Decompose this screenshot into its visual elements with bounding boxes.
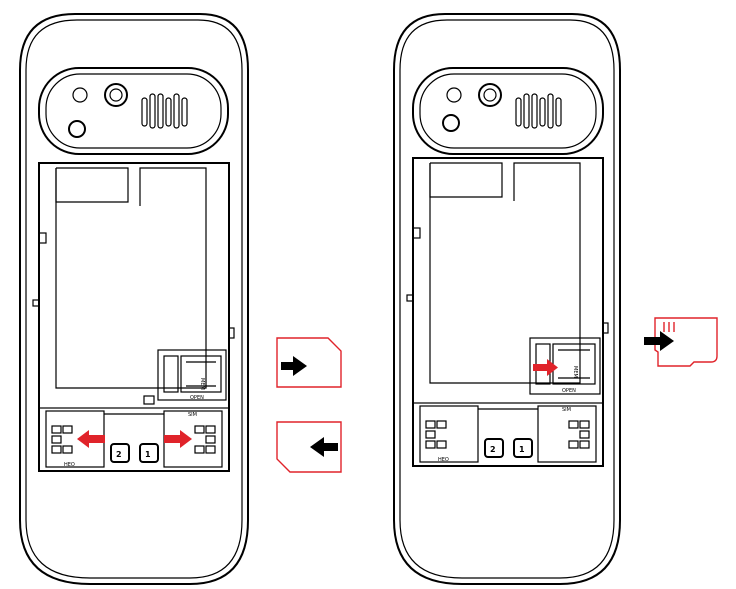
phone-back-left: MEM OPEN: [19, 13, 249, 585]
memory-card-insert: [644, 317, 718, 367]
memory-holder-open-label: OPEN: [562, 388, 576, 394]
sim-slot-badge-2: [110, 443, 130, 463]
camera-lens-icon: [478, 83, 502, 107]
sensor-icon: [68, 120, 86, 138]
sensor-icon: [442, 114, 460, 132]
sim-slot-label-1: 1: [519, 445, 525, 454]
sim-slot-label-2: 2: [490, 445, 496, 454]
memory-holder-mark: MEM: [199, 378, 205, 390]
sim-slot-badge-1: [139, 443, 159, 463]
phone-body-outline: [19, 13, 249, 585]
sim-contacts-right: [568, 420, 590, 449]
sim-card-right-text: SIM: [562, 407, 571, 413]
arrow-right-icon: [660, 331, 674, 351]
sim-slot-badge-2: [484, 438, 504, 458]
sim-card-left-text: HEO: [64, 462, 75, 468]
sim-card-right-text: SIM: [188, 412, 197, 418]
camera-module: [412, 67, 604, 155]
speaker-grille-icon: [141, 93, 188, 129]
sim-card-insert-right: [276, 337, 342, 388]
arrow-left-icon: [310, 437, 324, 457]
memory-card-holder: MEM OPEN: [529, 337, 601, 395]
flash-icon: [72, 87, 88, 103]
memory-insert-arrow-icon: [533, 359, 558, 376]
speaker-grille-icon: [515, 93, 562, 129]
sim-card-left-text: HEO: [438, 457, 449, 463]
camera-module: [38, 67, 229, 155]
arrow-right-icon: [293, 356, 307, 376]
memory-holder-mark: MEM: [572, 366, 578, 378]
insert-arrow-left-icon: [77, 430, 105, 448]
sim-card-insert-left: [276, 421, 342, 473]
battery-compartment: [406, 157, 609, 467]
flash-icon: [446, 87, 462, 103]
sim-tray: 2 1 HEO SIM: [38, 407, 230, 472]
battery-compartment: [32, 162, 235, 472]
memory-holder-open-label: OPEN: [190, 395, 204, 401]
camera-lens-icon: [104, 83, 128, 107]
sim-contacts-left: [51, 425, 73, 454]
sim-tray: 2 1 HEO SIM: [412, 402, 604, 467]
insert-arrow-right-icon: [164, 430, 192, 448]
phone-back-right: MEM OPEN: [393, 13, 621, 585]
phone-body-inner-outline: [25, 19, 243, 579]
phone-body-inner-outline: [399, 19, 615, 579]
sim-slot-label-1: 1: [145, 450, 151, 459]
memory-card-holder: MEM OPEN: [143, 349, 227, 405]
sim-slot-label-2: 2: [116, 450, 122, 459]
sim-slot-badge-1: [513, 438, 533, 458]
sim-contacts-right: [194, 425, 216, 454]
sim-contacts-left: [425, 420, 447, 449]
phone-body-outline: [393, 13, 621, 585]
